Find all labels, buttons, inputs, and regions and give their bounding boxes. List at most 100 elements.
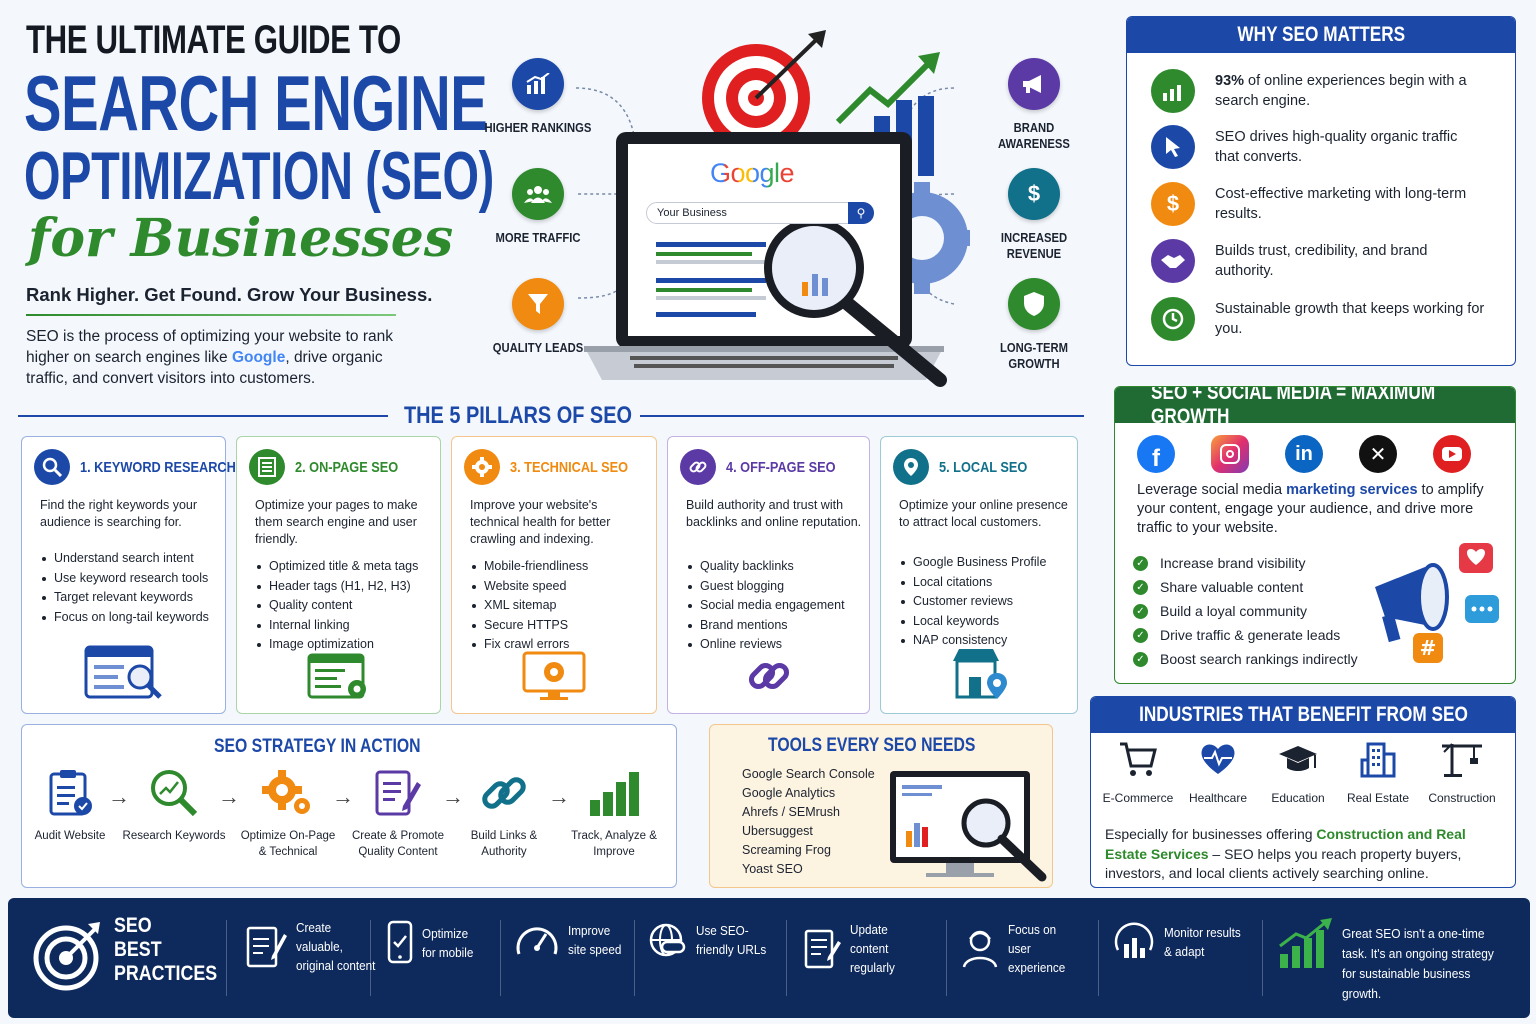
why-item: 93% of online experiences begin with a s… <box>1151 69 1485 113</box>
header-title-line-1: SEARCH ENGINE <box>24 59 488 147</box>
megaphone-illustration: # <box>1375 543 1499 663</box>
pillar-technical-seo: 3. TECHNICAL SEO Improve your website's … <box>451 436 657 714</box>
building-icon <box>1360 742 1396 778</box>
arrow-icon: → <box>548 784 570 809</box>
benefit-label: LONG-TERM GROWTH <box>999 341 1069 371</box>
social-text-2: to amplify your content, engage your aud… <box>1137 482 1484 536</box>
x-icon[interactable]: ✕ <box>1359 435 1397 473</box>
pillar-header: 5. LOCAL SEO <box>893 449 1043 485</box>
search-icon[interactable]: ⚲ <box>848 202 874 224</box>
target-arrow-icon <box>33 922 100 991</box>
heart-pulse-icon <box>1201 744 1235 774</box>
why-seo-panel: WHY SEO MATTERS 93% of online experience… <box>1126 16 1516 366</box>
practice-item: Improve site speed <box>514 920 638 960</box>
google-logo: Google <box>710 158 795 189</box>
step-label: Audit Website <box>34 830 106 842</box>
why-item: Builds trust, credibility, and brand aut… <box>1151 239 1485 283</box>
practice-label: Focus on user experience <box>1008 922 1066 975</box>
strategy-step: Audit Website <box>18 764 122 844</box>
tool-item: Ahrefs / SEMrush <box>742 805 840 819</box>
check-icon: ✓ <box>1133 651 1148 667</box>
benefit-long-term-growth: LONG-TERM GROWTH <box>974 278 1094 372</box>
search-box[interactable]: Your Business ⚲ <box>646 202 874 224</box>
step-label: Track, Analyze & Improve <box>571 830 657 858</box>
pillar-bullet: Online reviews <box>686 635 845 655</box>
update-document-icon <box>804 929 841 968</box>
linkedin-icon[interactable]: in <box>1285 435 1323 473</box>
benefit-label: HIGHER RANKINGS <box>484 121 592 135</box>
pillar-bullet: Optimized title & meta tags <box>255 557 418 577</box>
pillar-bullet: Brand mentions <box>686 616 845 636</box>
google-wordmark-inline: Google <box>232 349 285 366</box>
pillar-desc: Find the right keywords your audience is… <box>40 498 198 529</box>
check-item: ✓Increase brand visibility <box>1133 551 1358 575</box>
pillar-desc: Optimize your pages to make them search … <box>255 498 418 546</box>
header-kicker: THE ULTIMATE GUIDE TO <box>26 18 401 62</box>
pillar-local-seo: 5. LOCAL SEO Optimize your online presen… <box>880 436 1078 714</box>
pillar-title: 2. ON-PAGE SEO <box>295 458 399 476</box>
pillar-bullet: Image optimization <box>255 635 418 655</box>
target-icon <box>702 30 826 152</box>
why-strong: 93% <box>1215 73 1245 89</box>
pillar-bullet: XML sitemap <box>470 596 588 616</box>
facebook-icon[interactable]: f <box>1137 435 1175 473</box>
pillar-title: 3. TECHNICAL SEO <box>510 458 629 476</box>
tagline: Rank Higher. Get Found. Grow Your Busine… <box>26 284 433 305</box>
header-script-subtitle: for Businesses <box>28 208 454 269</box>
youtube-icon[interactable] <box>1433 435 1471 473</box>
check-item: ✓ Build a loyal community <box>1133 599 1358 623</box>
check-icon: ✓ <box>1133 603 1148 619</box>
industry-construction: Construction <box>1412 740 1512 805</box>
best-practices-footer: SEO BEST PRACTICES Create valuable, orig… <box>8 898 1530 1018</box>
industries-text: Especially for businesses offering Const… <box>1105 825 1505 884</box>
funnel-icon <box>512 278 564 330</box>
industry-education: Education <box>1248 740 1348 805</box>
industries-header: INDUSTRIES THAT BENEFIT FROM SEO <box>1091 697 1515 733</box>
instagram-icon[interactable] <box>1211 435 1249 473</box>
tool-item: Screaming Frog <box>742 843 831 857</box>
strategy-title: SEO STRATEGY IN ACTION <box>214 736 421 757</box>
pillars-title: THE 5 PILLARS OF SEO <box>404 402 633 429</box>
industry-label: Real Estate <box>1346 791 1410 805</box>
edit-document-icon <box>246 926 287 967</box>
industry-label: E-Commerce <box>1102 791 1174 805</box>
hero-illustration <box>575 30 970 387</box>
practice-item: Monitor results & adapt <box>1112 920 1256 964</box>
gear-icon <box>464 449 500 485</box>
divider <box>1262 920 1263 996</box>
user-icon <box>962 930 998 968</box>
tool-item: Yoast SEO <box>742 862 803 876</box>
pillar-header: 1. KEYWORD RESEARCH <box>34 449 263 485</box>
handshake-icon <box>1151 239 1195 283</box>
shield-icon <box>1008 278 1060 330</box>
social-icons: f in ✕ <box>1137 435 1471 473</box>
gears-icon <box>236 764 340 822</box>
monitor-chart-icon <box>1114 922 1154 958</box>
pillar-bullet: Quality content <box>255 596 418 616</box>
benefit-label: INCREASED REVENUE <box>1000 231 1068 261</box>
monitor-gear-icon <box>522 651 586 700</box>
pillar-desc: Optimize your online presence to attract… <box>899 498 1068 529</box>
check-icon: ✓ <box>1133 627 1148 643</box>
practice-item: Use SEO-friendly URLs <box>646 920 780 960</box>
growth-chart-icon <box>1279 918 1332 968</box>
check-text: Increase brand visibility <box>1160 555 1306 571</box>
divider <box>634 920 635 996</box>
tagline-underline <box>26 314 396 316</box>
arrow-icon: → <box>442 784 464 809</box>
cursor-icon <box>1151 125 1195 169</box>
why-item: SEO drives high-quality organic traffic … <box>1151 125 1485 169</box>
pillar-bullet: Local keywords <box>899 612 1046 632</box>
check-icon: ✓ <box>1133 579 1148 595</box>
industries-text-2: – SEO helps you reach property buyers, i… <box>1105 845 1462 882</box>
pillar-bullets: Understand search intent Use keyword res… <box>40 549 209 627</box>
strategy-step: Create & Promote Quality Content <box>346 764 450 860</box>
industries-panel: INDUSTRIES THAT BENEFIT FROM SEO Especia… <box>1090 696 1516 888</box>
tools-list: Google Search Console Google Analytics A… <box>728 765 875 879</box>
why-text: Builds trust, credibility, and brand aut… <box>1215 243 1428 279</box>
check-text: Build a loyal community <box>1160 603 1308 619</box>
page-icon <box>249 449 285 485</box>
industries-highlight: Construction and Real Estate Services <box>1105 826 1466 862</box>
magnifier-icon <box>122 764 226 822</box>
marketing-services-link[interactable]: marketing services <box>1286 482 1418 498</box>
